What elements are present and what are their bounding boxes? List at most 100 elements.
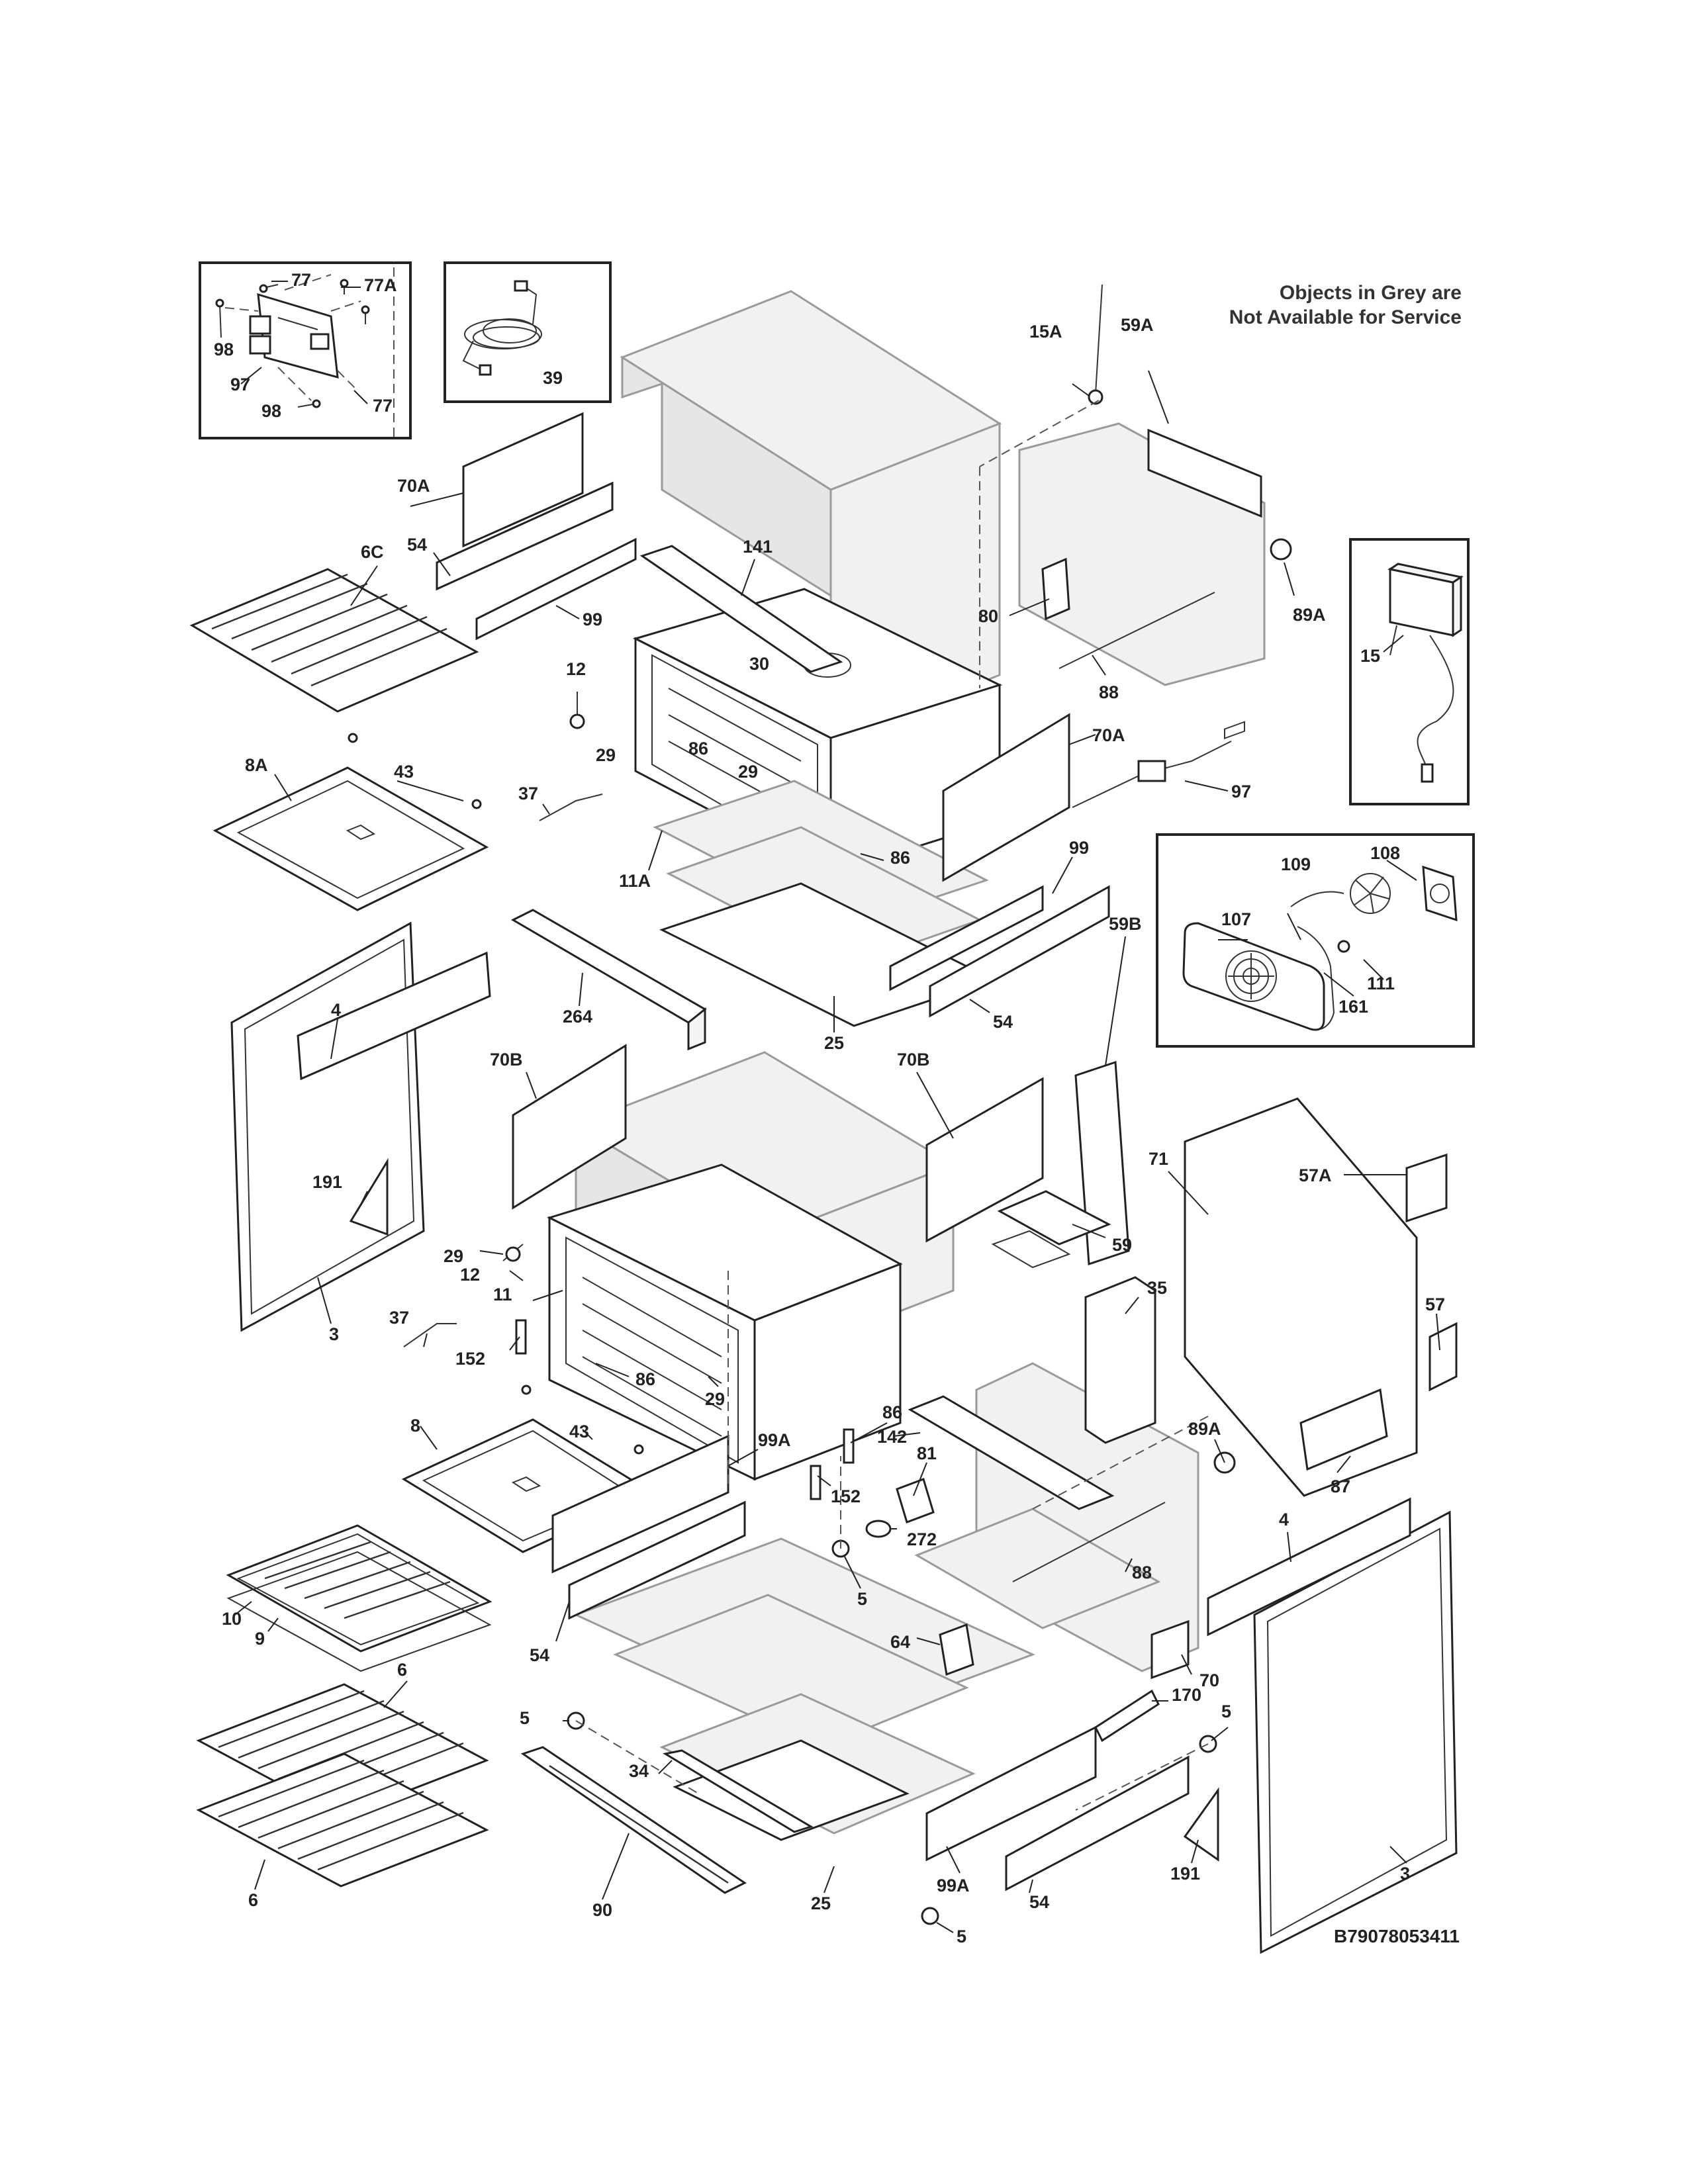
- side-rail-54-low1-part[interactable]: [568, 1500, 746, 1620]
- trim-264-part[interactable]: [510, 909, 707, 1051]
- label-6: 6: [248, 1890, 258, 1910]
- label-29: 29: [738, 762, 758, 782]
- bracket-81-part[interactable]: [896, 1478, 935, 1524]
- label-90: 90: [592, 1900, 612, 1920]
- vent-35-part[interactable]: [1084, 1276, 1156, 1444]
- label-59a: 59A: [1121, 315, 1154, 335]
- right-side-panel-3-part[interactable]: [1253, 1510, 1458, 1954]
- label-6c: 6C: [361, 542, 384, 562]
- clip-152-low2-part[interactable]: [810, 1465, 821, 1500]
- cap-272-part[interactable]: [865, 1520, 892, 1538]
- insulation-70a-mid-part[interactable]: [942, 713, 1070, 882]
- label-191: 191: [1170, 1864, 1200, 1884]
- bracket-57-part[interactable]: [1429, 1322, 1458, 1392]
- board-59-part[interactable]: [991, 1190, 1111, 1269]
- screw-77a-part[interactable]: [340, 279, 370, 324]
- side-rail-54-low2-part[interactable]: [1005, 1755, 1190, 1891]
- bracket-64-part[interactable]: [939, 1623, 974, 1676]
- fan-motor-108-part[interactable]: [1422, 865, 1458, 922]
- label-77: 77: [291, 270, 311, 290]
- screw-43-top-part[interactable]: [348, 733, 482, 809]
- clip-152-low1-part[interactable]: [515, 1319, 527, 1355]
- label-11: 11: [493, 1285, 512, 1304]
- bracket-191-left-part[interactable]: [349, 1158, 389, 1236]
- label-88: 88: [1132, 1563, 1152, 1582]
- wire-88-low-part[interactable]: [1012, 1502, 1166, 1582]
- label-43: 43: [569, 1422, 589, 1441]
- label-141: 141: [743, 537, 773, 557]
- clip-86-low2-part[interactable]: [843, 1428, 855, 1464]
- screw-98-part[interactable]: [215, 298, 321, 408]
- insulation-70b-left-part[interactable]: [512, 1044, 627, 1210]
- screw-43-low-part[interactable]: [521, 1385, 644, 1455]
- gasket-161-part[interactable]: [1297, 926, 1335, 1030]
- inset-harness-15: [1349, 538, 1470, 805]
- label-57a: 57A: [1299, 1165, 1332, 1185]
- label-70a: 70A: [1092, 725, 1125, 745]
- slide-99a-low-part[interactable]: [925, 1725, 1097, 1862]
- plate-70-part[interactable]: [1150, 1619, 1190, 1680]
- label-98: 98: [261, 401, 281, 421]
- label-39: 39: [543, 368, 563, 388]
- bracket-191-low-part[interactable]: [1183, 1787, 1219, 1862]
- cover-57a-part[interactable]: [1405, 1153, 1448, 1223]
- label-11a: 11A: [619, 871, 651, 891]
- screw-77-part[interactable]: [259, 284, 279, 293]
- rail-4-left-part[interactable]: [297, 951, 491, 1081]
- kick-plate-90-part[interactable]: [520, 1746, 747, 1894]
- side-rail-54-top-part[interactable]: [436, 481, 614, 591]
- label-9: 9: [255, 1629, 265, 1649]
- label-161: 161: [1338, 997, 1368, 1017]
- leader-lines: [234, 370, 1440, 1933]
- broiler-pan-part[interactable]: [226, 1524, 492, 1672]
- vent-duct-141-part[interactable]: [639, 545, 843, 673]
- trim-34-part[interactable]: [662, 1749, 814, 1833]
- rack-6c-part[interactable]: [189, 568, 479, 713]
- wire-37-top-part[interactable]: [539, 794, 603, 821]
- label-99: 99: [1069, 838, 1089, 858]
- insulation-70a-top-part[interactable]: [462, 412, 584, 548]
- inset-control-board: [199, 261, 412, 439]
- label-98: 98: [214, 340, 234, 359]
- nut-111-part[interactable]: [1337, 940, 1350, 953]
- harness-module-part[interactable]: [1387, 563, 1464, 783]
- slide-99a-top-part[interactable]: [551, 1434, 729, 1574]
- fan-blade-109-part[interactable]: [1350, 873, 1391, 914]
- label-108: 108: [1370, 843, 1400, 863]
- bracket-80-part[interactable]: [1041, 557, 1070, 621]
- sensor-12-top-part[interactable]: [569, 692, 585, 729]
- left-side-panel-3-part[interactable]: [230, 921, 425, 1332]
- lower-oven-floor-25-part[interactable]: [673, 1739, 910, 1841]
- slide-99-top-part[interactable]: [475, 537, 637, 641]
- label-5: 5: [857, 1589, 867, 1609]
- bracket-170-part[interactable]: [1094, 1689, 1160, 1743]
- lower-oven-cavity-11-part[interactable]: [546, 1163, 903, 1481]
- rear-panel-71-part[interactable]: [1184, 721, 1418, 1497]
- label-107: 107: [1221, 909, 1251, 929]
- sensor-15a-part[interactable]: [1088, 284, 1103, 405]
- insulation-70b-right-part[interactable]: [925, 1077, 1044, 1243]
- side-rail-54-mid-part[interactable]: [929, 885, 1110, 1018]
- slide-99-mid-part[interactable]: [889, 885, 1044, 991]
- wire-88-top-part[interactable]: [1058, 592, 1215, 669]
- bracket-87-part[interactable]: [1299, 1388, 1388, 1471]
- power-cord-part[interactable]: [462, 280, 542, 376]
- rack-6-low-part[interactable]: [196, 1752, 489, 1888]
- rail-4-right-part[interactable]: [1207, 1497, 1411, 1637]
- thermostat-89a-top-part[interactable]: [1270, 538, 1292, 561]
- harness-97-mid-part[interactable]: [1072, 741, 1232, 808]
- bracket-142-part[interactable]: [908, 1395, 1115, 1510]
- label-12: 12: [460, 1265, 480, 1285]
- label-88: 88: [1099, 682, 1119, 702]
- top-vent-59a-part[interactable]: [1147, 428, 1262, 518]
- fan-cover-107-part[interactable]: [1182, 922, 1325, 1031]
- label-80: 80: [978, 606, 998, 626]
- sensor-12-low-part[interactable]: [502, 1244, 524, 1262]
- control-board-part[interactable]: [249, 293, 339, 379]
- bottom-tray-8a-part[interactable]: [212, 766, 489, 911]
- label-15a: 15A: [1029, 322, 1062, 341]
- label-4: 4: [1279, 1510, 1289, 1529]
- label-4: 4: [331, 1000, 341, 1020]
- wire-37-low-part[interactable]: [403, 1323, 457, 1347]
- leveler-5-d-part[interactable]: [921, 1907, 939, 1925]
